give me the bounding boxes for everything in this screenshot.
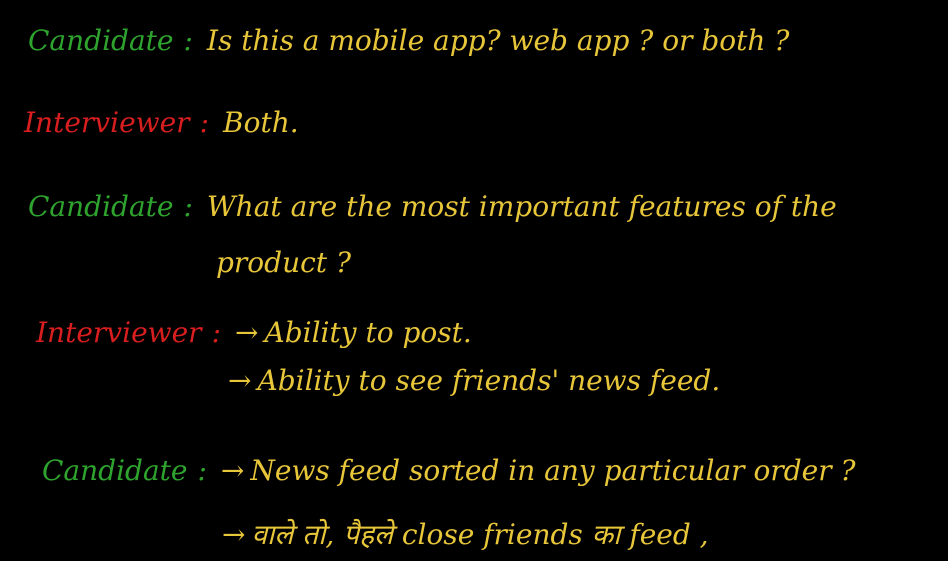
speaker-candidate: Candidate xyxy=(28,24,174,57)
dialogue-line-3: Candidate: What are the most important fe… xyxy=(28,190,837,223)
colon: : xyxy=(197,454,207,487)
dialogue-line-2: Interviewer: Both. xyxy=(24,106,299,139)
speaker-interviewer: Interviewer xyxy=(36,316,202,349)
dialogue-line-3b: product ? xyxy=(216,246,351,279)
colon: : xyxy=(183,190,193,223)
colon: : xyxy=(183,24,193,57)
arrow-icon: → xyxy=(235,316,259,349)
dialogue-line-4b: →Ability to see friends' news feed. xyxy=(228,364,721,397)
dialogue-line-1: Candidate: Is this a mobile app? web app … xyxy=(28,24,790,57)
question-1: Is this a mobile app? web app ? or both … xyxy=(206,24,790,57)
colon: : xyxy=(199,106,210,139)
answer-2-item-2: Ability to see friends' news feed. xyxy=(257,364,721,397)
question-2-line-2: product ? xyxy=(216,246,351,279)
dialogue-line-4: Interviewer: →Ability to post. xyxy=(36,316,472,349)
speaker-candidate: Candidate xyxy=(42,454,188,487)
arrow-icon: → xyxy=(228,364,252,397)
arrow-icon: → xyxy=(222,518,246,551)
question-3-item-2: वाले तो, पैहले close friends का feed , xyxy=(251,518,709,551)
dialogue-line-5: Candidate: →News feed sorted in any parti… xyxy=(42,454,856,487)
answer-2-item-1: Ability to post. xyxy=(264,316,472,349)
arrow-icon: → xyxy=(220,454,245,487)
answer-1: Both. xyxy=(223,106,299,139)
speaker-interviewer: Interviewer xyxy=(24,106,190,139)
speaker-candidate: Candidate xyxy=(28,190,174,223)
question-2-line-1: What are the most important features of … xyxy=(206,190,837,223)
colon: : xyxy=(211,316,222,349)
dialogue-line-5b: →वाले तो, पैहले close friends का feed , xyxy=(222,518,709,551)
question-3-item-1: News feed sorted in any particular order… xyxy=(250,454,856,487)
